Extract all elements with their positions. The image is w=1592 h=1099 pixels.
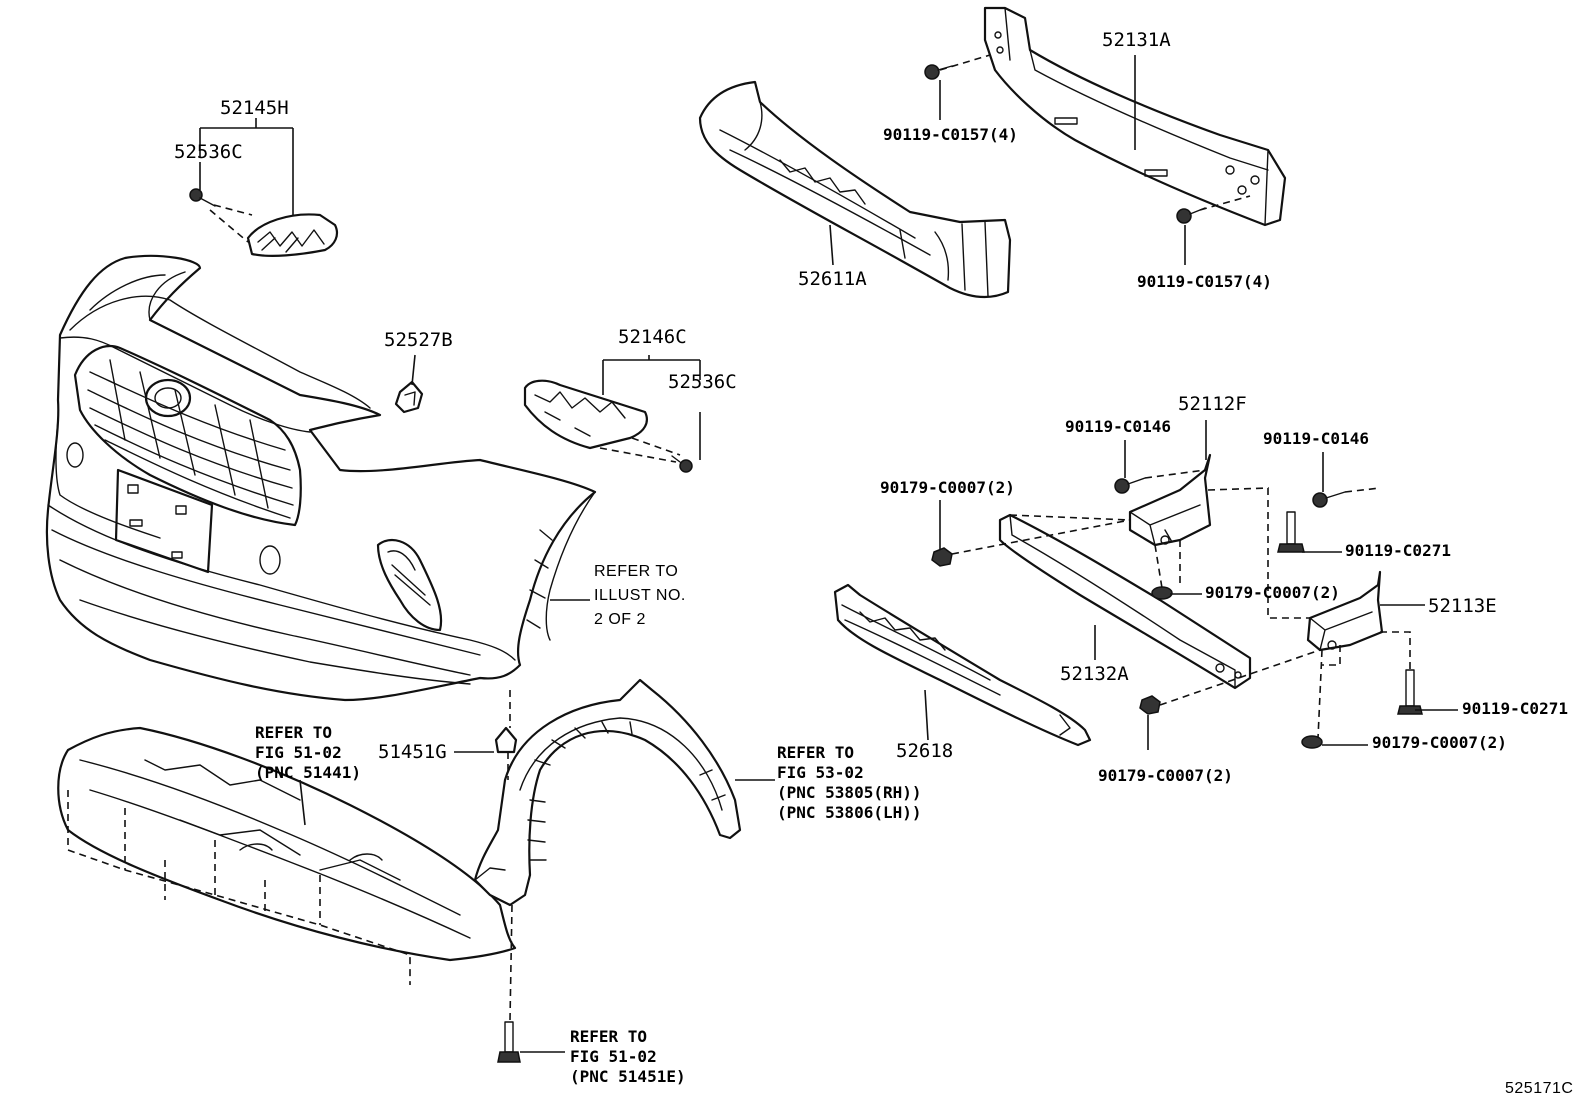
bracket-52113e <box>1306 570 1384 652</box>
label-90179-c0007-d: 90179-C0007(2) <box>1372 733 1507 752</box>
fender-liner <box>473 678 742 907</box>
nut-90179-c0007-b <box>1151 586 1173 600</box>
bolt-90119-c0157-top <box>924 64 953 80</box>
nut-90179-c0007-a <box>931 547 953 567</box>
label-90119-c0157-a: 90119-C0157(4) <box>883 125 1018 144</box>
note-illust: REFER TO ILLUST NO. 2 OF 2 <box>594 563 686 628</box>
note-51441-line3: (PNC 51441) <box>255 763 361 782</box>
note-fig-51451e: REFER TO FIG 51-02 (PNC 51451E) <box>570 1027 686 1086</box>
absorber-52611a <box>698 80 1012 298</box>
leader-lines <box>199 55 1458 1053</box>
bracket-52146c <box>523 379 648 450</box>
bolt-52536c-mid <box>671 455 693 473</box>
label-52527b: 52527B <box>384 329 453 351</box>
note-51441-line1: REFER TO <box>255 723 332 742</box>
label-90179-c0007-c: 90179-C0007(2) <box>1098 766 1233 785</box>
note-5302-line4: (PNC 53806(LH)) <box>777 803 922 822</box>
label-90119-c0146-b: 90119-C0146 <box>1263 429 1369 448</box>
label-52145h: 52145H <box>220 97 289 119</box>
note-5302-line3: (PNC 53805(RH)) <box>777 783 922 802</box>
bolt-90119-c0271-a <box>1277 511 1305 553</box>
bolt-51451e <box>497 1021 521 1063</box>
nut-90179-c0007-c <box>1139 695 1161 715</box>
label-90119-c0157-b: 90119-C0157(4) <box>1137 272 1272 291</box>
absorber-52618 <box>833 583 1092 747</box>
bracket-52145h <box>246 213 339 257</box>
label-52131a: 52131A <box>1102 29 1171 51</box>
label-90179-c0007-a: 90179-C0007(2) <box>880 478 1015 497</box>
note-illust-line2: ILLUST NO. <box>594 587 686 604</box>
label-52611a: 52611A <box>798 268 867 290</box>
label-52112f: 52112F <box>1178 393 1247 415</box>
part-labels: 52145H 52536C 52527B 52146C 52536C 52131… <box>174 29 1573 1097</box>
bolt-90119-c0157-bottom <box>1176 207 1206 224</box>
label-51451g: 51451G <box>378 741 447 763</box>
label-52113e: 52113E <box>1428 595 1497 617</box>
reinforcement-52132a <box>998 513 1252 690</box>
label-52618: 52618 <box>896 740 953 762</box>
note-fig-51441: REFER TO FIG 51-02 (PNC 51441) <box>255 723 361 782</box>
label-52536c-top: 52536C <box>174 141 243 163</box>
note-illust-line1: REFER TO <box>594 563 678 580</box>
note-5302-line2: FIG 53-02 <box>777 763 864 782</box>
label-90119-c0271-a: 90119-C0271 <box>1345 541 1451 560</box>
note-51441-line2: FIG 51-02 <box>255 743 342 762</box>
note-fig-53-02: REFER TO FIG 53-02 (PNC 53805(RH)) (PNC … <box>777 743 922 822</box>
note-illust-line3: 2 OF 2 <box>594 611 646 628</box>
label-90119-c0271-b: 90119-C0271 <box>1462 699 1568 718</box>
note-5302-line1: REFER TO <box>777 743 854 762</box>
engine-under-cover <box>57 726 517 962</box>
bracket-52112f <box>1128 453 1212 547</box>
label-90119-c0146-a: 90119-C0146 <box>1065 417 1171 436</box>
label-52146c: 52146C <box>618 326 687 348</box>
note-51451e-line3: (PNC 51451E) <box>570 1067 686 1086</box>
label-52132a: 52132A <box>1060 663 1129 685</box>
label-52536c-mid: 52536C <box>668 371 737 393</box>
bolt-52536c-top <box>189 188 216 207</box>
bumper-cover <box>45 254 597 702</box>
note-51451e-line1: REFER TO <box>570 1027 647 1046</box>
bolt-90119-c0146-a <box>1114 477 1146 494</box>
clip-51451g <box>494 726 518 754</box>
note-51451e-line2: FIG 51-02 <box>570 1047 657 1066</box>
nut-90179-c0007-d <box>1301 735 1323 749</box>
label-90179-c0007-b: 90179-C0007(2) <box>1205 583 1340 602</box>
diagram-id: 525171C <box>1505 1080 1573 1097</box>
bolt-90119-c0146-b <box>1312 491 1346 508</box>
bolt-90119-c0271-b <box>1397 669 1423 715</box>
clip-52527b <box>394 380 424 414</box>
